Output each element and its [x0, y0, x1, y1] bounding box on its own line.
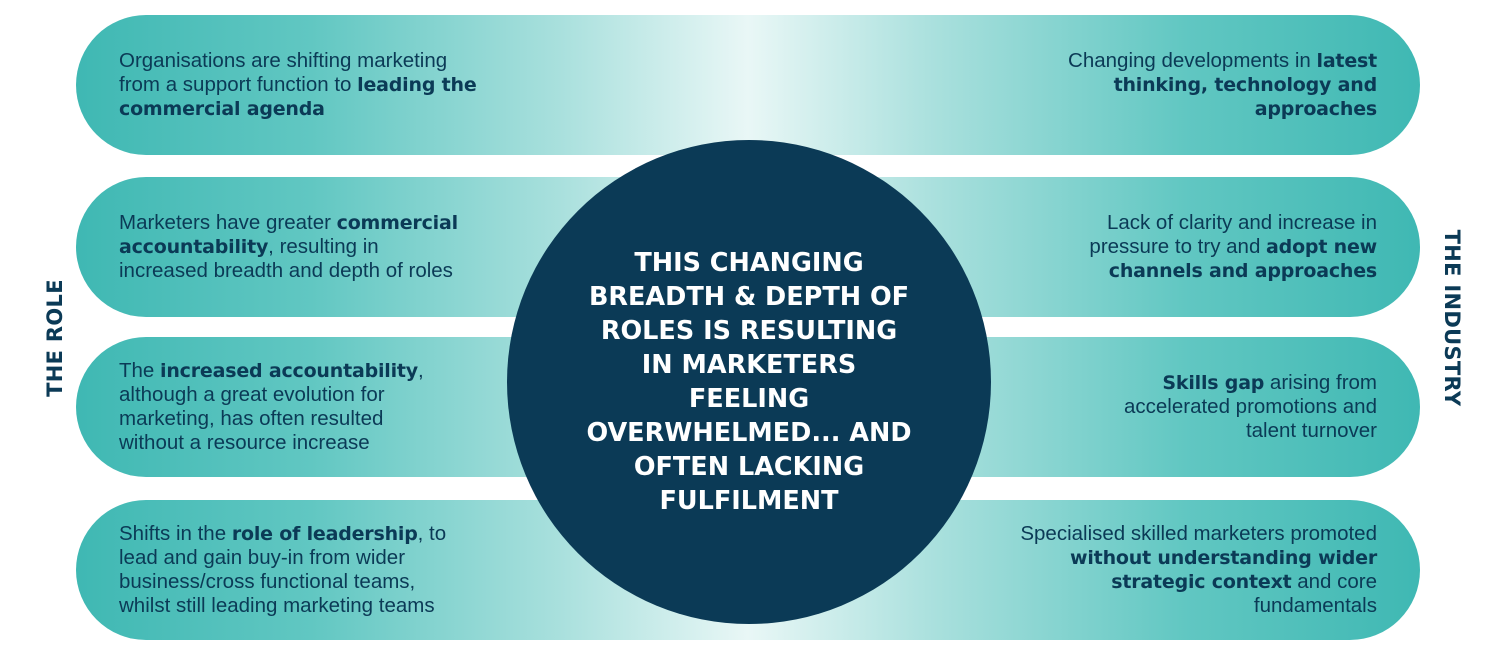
role-item-1: Organisations are shifting marketing fro…: [76, 15, 748, 155]
industry-item-4-text-start: Specialised skilled marketers promoted: [1020, 522, 1377, 545]
center-message: THIS CHANGING BREADTH & DEPTH OF ROLES I…: [586, 248, 912, 516]
industry-item-4: Specialised skilled marketers promoted w…: [748, 500, 1420, 640]
industry-item-3-text: Skills gap arising from accelerated prom…: [1077, 371, 1377, 443]
role-item-3-text-start: The: [119, 359, 161, 382]
role-item-4-text: Shifts in the role of leadership, to lea…: [119, 522, 464, 618]
industry-item-2-text-start: Lack of clarity and increase in pressure…: [1089, 211, 1377, 258]
role-item-3-text-end: , although a great evolution for marketi…: [119, 359, 424, 454]
center-circle: THIS CHANGING BREADTH & DEPTH OF ROLES I…: [507, 140, 991, 624]
the-industry-label: THE INDUSTRY: [1440, 229, 1464, 407]
role-item-4-highlight: role of leadership: [231, 523, 418, 545]
industry-item-2-highlight: adopt new channels and approaches: [1108, 236, 1377, 282]
the-role-label: THE ROLE: [43, 279, 67, 397]
role-item-1-text-start: Organisations are shifting marketing fro…: [119, 49, 448, 96]
industry-item-4-highlight: without understanding wider strategic co…: [1070, 547, 1377, 593]
role-item-2-text-start: Marketers have greater: [119, 211, 337, 234]
industry-item-1-text-start: Changing developments in: [1068, 49, 1317, 72]
role-item-2-highlight: commercial accountability: [119, 212, 458, 258]
role-item-1-text: Organisations are shifting marketing fro…: [119, 49, 489, 121]
industry-item-4-text-end: and core fundamentals: [1253, 570, 1377, 617]
industry-item-1-text: Changing developments in latest thinking…: [1032, 49, 1377, 121]
role-item-4-text-end: , to lead and gain buy-in from wider bus…: [119, 522, 447, 617]
industry-item-3-highlight: Skills gap: [1162, 372, 1265, 394]
industry-item-2-text: Lack of clarity and increase in pressure…: [1057, 211, 1377, 283]
role-item-2-text-end: , resulting in increased breadth and dep…: [119, 235, 453, 282]
industry-item-3-text-end: arising from accelerated promotions and …: [1124, 371, 1377, 442]
role-item-2-text: Marketers have greater commercial accoun…: [119, 211, 469, 283]
industry-item-1: Changing developments in latest thinking…: [748, 15, 1420, 155]
role-item-3-highlight: increased accountability: [160, 360, 418, 382]
industry-item-1-highlight: latest thinking, technology and approach…: [1113, 50, 1378, 120]
role-item-3-text: The increased accountability, although a…: [119, 359, 429, 455]
industry-item-4-text: Specialised skilled marketers promoted w…: [1017, 522, 1377, 618]
role-item-4-text-start: Shifts in the: [119, 522, 232, 545]
role-item-1-highlight: leading the commercial agenda: [119, 74, 477, 120]
